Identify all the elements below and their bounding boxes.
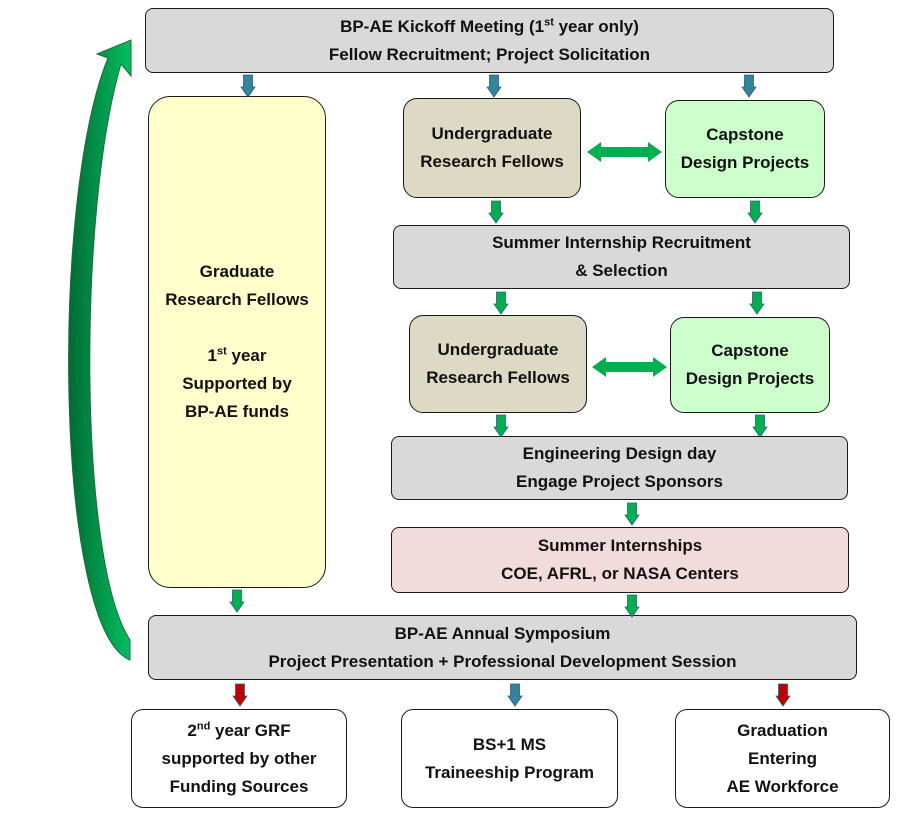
annual-symposium-box: BP-AE Annual Symposium Project Presentat… [148, 615, 857, 680]
symposium-label-2: Project Presentation + Professional Deve… [268, 651, 737, 671]
double-arrow [592, 357, 667, 377]
capstone-design-projects-box-2: Capstone Design Projects [670, 317, 830, 413]
capstone-2-label-2: Design Projects [685, 369, 815, 388]
outcome-grf-label: 2nd year GRF [187, 719, 291, 740]
down-arrow [486, 74, 502, 98]
recruitment-label-2: & Selection [575, 261, 668, 280]
graduate-support: Supported by [182, 374, 292, 393]
down-arrow [624, 502, 640, 526]
graduate-year: 1st year [207, 345, 267, 365]
outcome-workforce-box: Graduation Entering AE Workforce [675, 709, 890, 808]
engineering-design-day-box: Engineering Design day Engage Project Sp… [391, 436, 848, 500]
undergraduate-research-fellows-box-1: Undergraduate Research Fellows [403, 98, 581, 198]
feedback-loop-arrow [68, 39, 132, 661]
graduate-research-fellows-box: Graduate Research Fellows 1st year Suppo… [148, 96, 326, 588]
symposium-label: BP-AE Annual Symposium [394, 623, 611, 643]
design-day-label-2: Engage Project Sponsors [516, 472, 723, 491]
summer-internship-recruitment-box: Summer Internship Recruitment & Selectio… [393, 225, 850, 289]
down-arrow [240, 74, 256, 98]
ugrf-2-label-2: Research Fellows [426, 368, 570, 387]
down-arrow [493, 291, 509, 315]
down-arrow [741, 74, 757, 98]
capstone-1-label: Capstone [706, 125, 784, 144]
undergraduate-research-fellows-box-2: Undergraduate Research Fellows [409, 315, 587, 413]
down-arrow [229, 589, 245, 613]
down-arrow [507, 683, 523, 707]
internships-label-2: COE, AFRL, or NASA Centers [501, 564, 739, 583]
outcome-ms-label: BS+1 MS [472, 734, 547, 754]
outcome-grf-label-3: Funding Sources [169, 776, 309, 796]
down-arrow [747, 200, 763, 224]
capstone-design-projects-box-1: Capstone Design Projects [665, 100, 825, 198]
outcome-workforce-label-3: AE Workforce [726, 776, 839, 796]
outcome-grf-label-2: supported by other [161, 748, 317, 768]
ugrf-2-label: Undergraduate [437, 340, 559, 359]
outcome-ms-box: BS+1 MS Traineeship Program [401, 709, 618, 808]
design-day-label: Engineering Design day [522, 444, 717, 463]
down-arrow [749, 291, 765, 315]
kickoff-title: BP-AE Kickoff Meeting (1st year only) [340, 15, 639, 36]
down-arrow-red [232, 683, 248, 707]
summer-internships-box: Summer Internships COE, AFRL, or NASA Ce… [391, 527, 849, 593]
down-arrow [493, 414, 509, 438]
internships-label: Summer Internships [537, 536, 703, 555]
ugrf-1-label: Undergraduate [431, 124, 553, 143]
outcome-workforce-label: Graduation [737, 720, 828, 740]
kickoff-meeting-box: BP-AE Kickoff Meeting (1st year only) Fe… [145, 8, 834, 73]
capstone-2-label: Capstone [711, 341, 789, 360]
graduate-funds: BP-AE funds [185, 402, 289, 421]
double-arrow [587, 142, 662, 162]
kickoff-subtitle: Fellow Recruitment; Project Solicitation [328, 44, 651, 64]
outcome-ms-label-2: Traineeship Program [424, 762, 595, 782]
ugrf-1-label-2: Research Fellows [420, 152, 564, 171]
down-arrow-red [775, 683, 791, 707]
down-arrow [488, 200, 504, 224]
outcome-grf-box: 2nd year GRF supported by other Funding … [131, 709, 347, 808]
capstone-1-label-2: Design Projects [680, 153, 810, 172]
spacer [235, 314, 240, 342]
graduate-label-2: Research Fellows [165, 290, 309, 309]
outcome-workforce-label-2: Entering [748, 748, 817, 768]
graduate-label: Graduate [199, 262, 275, 281]
down-arrow [624, 594, 640, 618]
recruitment-label: Summer Internship Recruitment [492, 233, 751, 252]
down-arrow [752, 414, 768, 438]
